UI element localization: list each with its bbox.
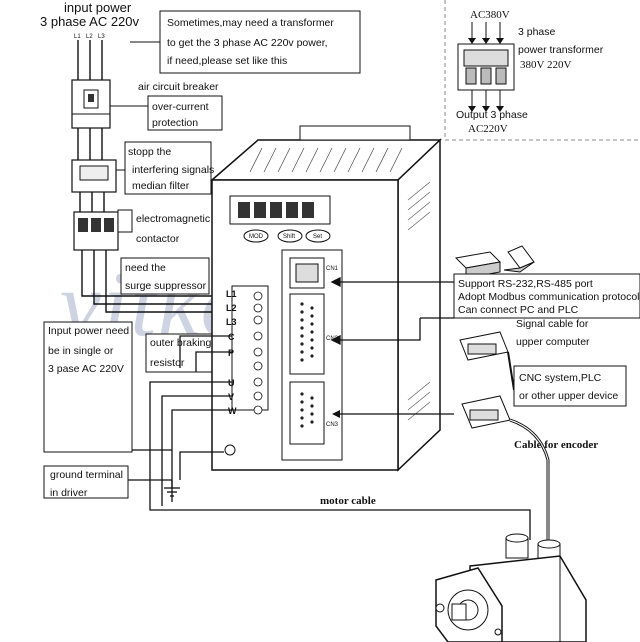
transformer-icon [457, 22, 515, 112]
input-wiring [77, 40, 232, 313]
mod-button[interactable]: MOD [243, 229, 269, 243]
braking-line1: outer braking [150, 337, 211, 349]
shift-button-label: Shift [283, 234, 295, 240]
ac220-label: AC220V [468, 123, 508, 135]
ground-symbol-icon [164, 480, 180, 497]
breaker-label: air circuit breaker [138, 81, 219, 93]
three-phase-label: 3 phase [518, 26, 556, 38]
input-need-line2: be in single or [48, 345, 114, 357]
ac380-label: AC380V [470, 9, 510, 21]
contactor-line1: electromagnetic [136, 213, 210, 225]
input-power-title: input power [64, 0, 132, 15]
input-need-line1: Input power need [48, 325, 129, 337]
suppressor-line2: surge suppressor [125, 280, 207, 292]
transformer-note-line1: Sometimes,may need a transformer [167, 17, 334, 29]
filter-line3: median filter [132, 180, 190, 192]
laptop-icon [503, 245, 535, 273]
voltages-label: 380V 220V [520, 59, 571, 71]
ground-box [43, 465, 129, 499]
filter-label-box [124, 141, 212, 195]
motor-cable-label: motor cable [320, 495, 376, 507]
line-l1-label: L1 [74, 34, 81, 40]
transformer-inset: AC380V 3 phase power transformer 380V 22… [444, 0, 640, 141]
overcurrent-line1: over-current [152, 101, 209, 113]
transformer-note-box: Sometimes,may need a transformer to get … [130, 10, 361, 74]
terminal-l2-label: L2 [226, 303, 237, 313]
ground-line1: ground terminal [50, 469, 123, 481]
comm-line1: Support RS-232,RS-485 port [458, 278, 593, 290]
comm-line2: Adopt Modbus communication protocol [458, 291, 640, 303]
signal-connector-icon [459, 331, 515, 391]
set-button[interactable]: Set [305, 229, 331, 243]
drive-wiring [128, 335, 531, 540]
air-circuit-breaker-icon [71, 79, 111, 129]
servo-motor-icon [435, 533, 587, 642]
terminal-l3-label: L3 [226, 317, 237, 327]
signal-line2: upper computer [516, 336, 590, 348]
signal-line1: Signal cable for [516, 318, 589, 330]
encoder-cable-label: Cable for encoder [514, 439, 598, 451]
comm-box [453, 273, 640, 319]
cn1-label: CN1 [326, 266, 339, 272]
cn3-connector: CN3 [289, 381, 339, 445]
noise-filter-icon [71, 159, 117, 193]
cn1-connector: CN1 [289, 257, 339, 289]
suppressor-line1: need the [125, 262, 166, 274]
set-button-label: Set [313, 234, 322, 240]
contactor-icon [73, 209, 133, 251]
cn2-label: CN2 [326, 336, 339, 342]
braking-line2: resistor [150, 357, 185, 369]
encoder-connector-icon [332, 395, 550, 540]
filter-line1: stopp the [128, 146, 171, 158]
suppressor-box [120, 257, 210, 295]
input-need-box: Input power need be in single or 3 pase … [43, 321, 133, 453]
output-3phase-label: Output 3 phase [456, 109, 528, 121]
signal-arrows [330, 276, 454, 346]
terminal-p-label: P [228, 348, 234, 358]
cn3-label: CN3 [326, 422, 339, 428]
terminal-u-label: U [228, 378, 235, 388]
inset-dashed-border [444, 0, 640, 141]
terminal-l1-label: L1 [226, 289, 237, 299]
cn2-connector: CN2 [289, 293, 339, 375]
mod-button-label: MOD [249, 234, 264, 240]
filter-line2: interfering signals [132, 164, 214, 176]
line-l3-label: L3 [98, 34, 105, 40]
servo-drive: MOD Shift Set CN1 CN2 [209, 125, 442, 472]
input-power-subtitle: 3 phase AC 220v [40, 14, 140, 29]
cnc-line1: CNC system,PLC [519, 372, 602, 384]
terminal-c-label: C [228, 332, 235, 342]
braking-box [145, 333, 213, 373]
shift-button[interactable]: Shift [277, 229, 303, 243]
comm-line3: Can connect PC and PLC [458, 304, 579, 316]
transformer-note-line2: to get the 3 phase AC 220v power, [167, 37, 328, 49]
power-transformer-label: power transformer [518, 44, 604, 56]
contactor-line2: contactor [136, 233, 180, 245]
cnc-line2: or other upper device [519, 390, 618, 402]
ground-line2: in driver [50, 487, 88, 499]
overcurrent-box [147, 95, 223, 131]
cnc-box [513, 365, 627, 407]
overcurrent-line2: protection [152, 117, 198, 129]
terminal-v-label: V [228, 392, 234, 402]
terminal-w-label: W [228, 406, 237, 416]
input-need-line3: 3 pase AC 220V [48, 363, 124, 375]
transformer-note-line3: if need,please set like this [167, 55, 287, 67]
line-l2-label: L2 [86, 34, 93, 40]
